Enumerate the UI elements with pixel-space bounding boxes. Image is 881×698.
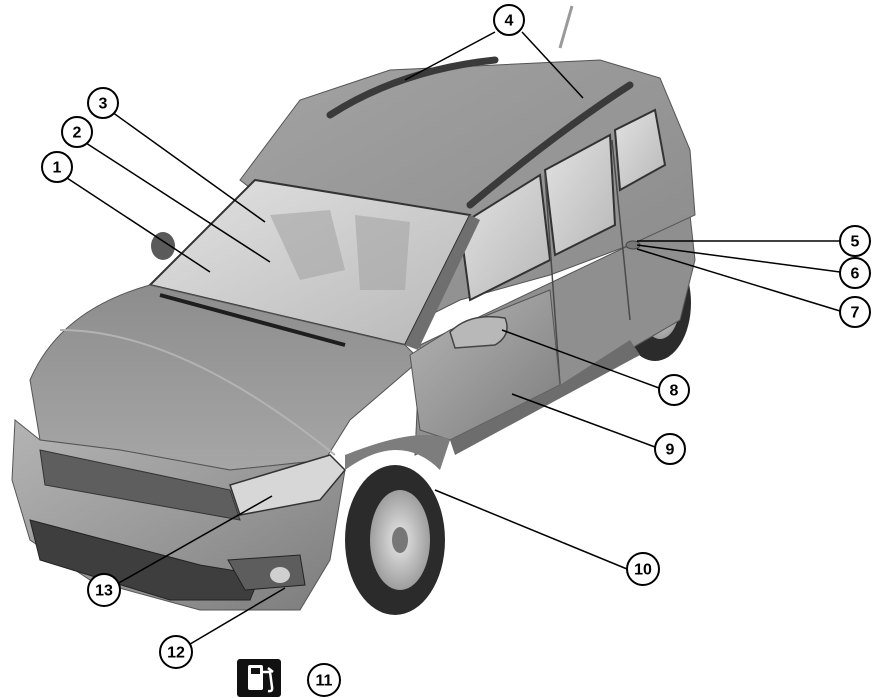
leader-3 — [111, 111, 266, 223]
callout-2: 2 — [61, 116, 93, 148]
svg-text:4: 4 — [505, 13, 514, 30]
leader-13 — [109, 495, 273, 589]
callout-1: 1 — [41, 151, 73, 183]
roof-rail-right — [466, 81, 634, 209]
svg-text:8: 8 — [670, 383, 679, 400]
callout-10: 10 — [626, 552, 660, 586]
leader-6 — [636, 244, 841, 273]
lower-grille — [29, 519, 261, 601]
leader-12 — [179, 587, 286, 651]
fuel-pump-icon — [237, 659, 281, 697]
leader-4a — [404, 31, 496, 81]
svg-text:5: 5 — [851, 234, 860, 251]
left-mirror — [151, 232, 175, 260]
upper-grille — [39, 449, 241, 521]
antenna — [558, 5, 574, 49]
svg-text:7: 7 — [851, 305, 860, 322]
a-pillar — [405, 215, 480, 350]
leader-1 — [66, 177, 211, 273]
svg-text:2: 2 — [73, 125, 82, 142]
callout-13: 13 — [87, 573, 121, 607]
front-side-window — [458, 173, 552, 302]
quarter-window — [613, 108, 667, 192]
wheel-arch — [345, 435, 450, 470]
svg-text:12: 12 — [167, 645, 185, 662]
front-wheel — [345, 465, 445, 615]
callout-6: 6 — [839, 257, 871, 289]
leader-7 — [636, 248, 841, 312]
leader-10 — [434, 489, 628, 570]
door-line-rear — [611, 139, 631, 321]
svg-text:1: 1 — [53, 160, 62, 177]
callout-3: 3 — [87, 87, 119, 119]
bonnet-crease — [59, 329, 336, 456]
callout-5: 5 — [839, 225, 871, 257]
leader-2 — [85, 142, 271, 263]
svg-text:13: 13 — [95, 583, 113, 600]
side-sill — [450, 340, 640, 455]
callout-7: 7 — [839, 296, 871, 328]
fog-light — [270, 567, 290, 583]
wiper — [159, 293, 346, 347]
callout-9: 9 — [654, 433, 686, 465]
svg-text:3: 3 — [99, 96, 108, 113]
svg-text:9: 9 — [666, 442, 675, 459]
door-mirror — [449, 315, 508, 349]
callouts: 1 2 3 4 5 6 7 8 9 10 11 12 13 — [41, 4, 871, 697]
leader-9 — [511, 393, 656, 448]
interior-seat — [270, 210, 345, 280]
callout-12: 12 — [159, 635, 193, 669]
headlight — [229, 454, 347, 516]
leader-8 — [501, 329, 660, 389]
leader-lines — [66, 31, 841, 651]
rear-side-window — [543, 133, 617, 257]
interior-seat-2 — [355, 215, 410, 290]
leader-4b — [521, 31, 584, 99]
callout-8: 8 — [658, 374, 690, 406]
svg-text:11: 11 — [316, 673, 333, 690]
callout-11: 11 — [307, 663, 341, 697]
svg-text:10: 10 — [634, 562, 652, 579]
svg-text:6: 6 — [851, 266, 860, 283]
callout-4: 4 — [493, 4, 525, 36]
